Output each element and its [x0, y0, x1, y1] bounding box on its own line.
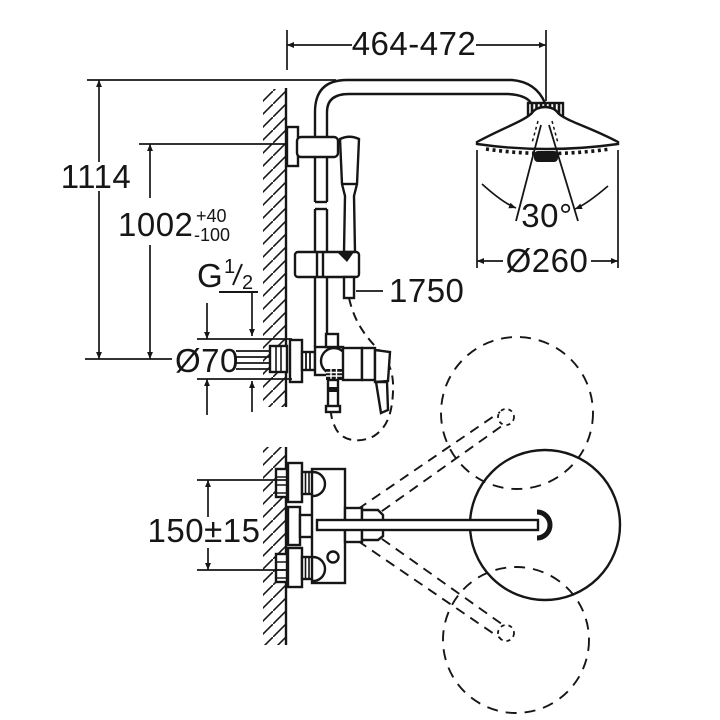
dimension-thread: G 1 2 [197, 256, 258, 412]
inlet-flange-bottom [286, 546, 304, 589]
wall-union-block [268, 344, 289, 374]
dimension-top-width: 464-472 [286, 25, 547, 101]
hose-inlet [342, 275, 356, 300]
head-shower [475, 101, 620, 162]
tolerance-minus: -100 [194, 225, 230, 245]
wall-hatching [263, 89, 286, 407]
lever-base [373, 348, 392, 384]
dimension-escutcheon: Ø70 [175, 303, 292, 415]
shower-hose [330, 297, 395, 442]
inner-dashed-funnel [531, 120, 559, 144]
spray-center-band [534, 151, 558, 162]
front-view [263, 78, 620, 442]
tolerance-plus: +40 [196, 206, 227, 226]
thread-numerator: 1 [224, 256, 235, 278]
lower-arm-dashed-edge [367, 528, 507, 628]
plan-view [263, 447, 553, 645]
dim-label-escutcheon: Ø70 [175, 342, 239, 379]
spray-cone [481, 124, 609, 222]
union-facets [275, 346, 282, 372]
mixer-valve-front [288, 332, 392, 415]
mixer-cartridge [341, 346, 364, 382]
coupler-ribs [304, 472, 310, 494]
mixer-collar [360, 346, 377, 382]
thread-denominator: 2 [242, 272, 253, 294]
dimension-hose-length: 1750 [356, 272, 464, 309]
angle-arrow-left [481, 183, 517, 209]
dim-label-top-width: 464-472 [352, 25, 477, 62]
lower-arm-end-cap [497, 624, 515, 642]
hand-position-lower-dashed-circle [442, 566, 590, 714]
dimension-head-diameter: Ø260 [476, 150, 619, 279]
dim-label-hose-length: 1750 [389, 272, 464, 309]
lever-handle [374, 380, 390, 415]
upper-arm-dashed-edge [357, 411, 501, 510]
outlet-band [328, 387, 338, 392]
arm-end-cap [536, 509, 553, 541]
dimension-overall-height: 1114 [61, 79, 336, 360]
dimension-outlet-height: 1002 +40 -100 [118, 143, 288, 359]
inlet-flange-top [286, 461, 304, 504]
mixer-wall-flange [288, 338, 304, 384]
dim-label-spray-angle: 30° [521, 197, 572, 234]
coupler-ribs [304, 557, 310, 579]
shower-arm-plan [315, 518, 540, 532]
checker-grid [326, 369, 342, 380]
dimension-inlet-spacing: 150±15 [148, 479, 289, 571]
holder-wedge [337, 252, 354, 262]
wall-pipe-lines [236, 350, 270, 370]
glide-holder [293, 250, 361, 279]
nipple-ribs [305, 352, 311, 370]
wall-bracket-arm [295, 135, 340, 159]
angle-arrow-right [574, 185, 609, 210]
dim-label-overall-height: 1114 [61, 158, 132, 195]
hand-position-upper-dashed-circle [440, 336, 594, 490]
hand-shower [293, 135, 361, 300]
thread-letter: G [197, 257, 223, 294]
dimension-spray-angle: 30° [521, 197, 572, 234]
cone-line-right [548, 124, 579, 222]
lower-arm-dashed-edge [357, 540, 501, 639]
upper-arm-dashed-edge [367, 422, 507, 522]
dim-label-outlet-height: 1002 [118, 206, 193, 243]
diverter-checker [326, 369, 342, 380]
screw-hole [326, 550, 340, 564]
fraction-slash [232, 263, 243, 286]
mixer-nipple [300, 350, 317, 372]
mixer-top-union [324, 332, 340, 349]
outlet-stub [326, 378, 340, 409]
upper-arm-end-cap [497, 408, 515, 426]
union-ribs [276, 476, 287, 494]
dim-label-head-diameter: Ø260 [506, 242, 589, 279]
center-escutcheon [286, 505, 302, 547]
hand-shower-body [338, 135, 361, 254]
hose-nut [324, 404, 342, 414]
head-profile [475, 105, 620, 151]
body-dome-arcs [312, 470, 327, 583]
dim-label-inlet-spacing: 150±15 [148, 512, 261, 549]
plan-view-swing-range [357, 336, 622, 714]
cone-line-left [515, 124, 542, 222]
